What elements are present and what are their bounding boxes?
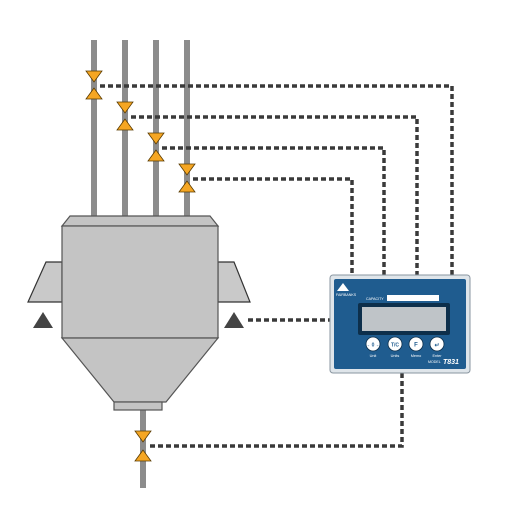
zero-key-caption: Unit xyxy=(370,354,378,358)
tare-key-caption: Units xyxy=(391,354,400,358)
inlet-pipe-1 xyxy=(91,40,97,218)
inlet-pipe-3 xyxy=(153,40,159,218)
load-cell-icon xyxy=(224,312,244,328)
weight-indicator: FAIRBANKS CAPACITY → 0 ← Unit T/C Units … xyxy=(329,274,471,374)
support-brackets xyxy=(27,261,251,303)
valve-icon xyxy=(178,163,196,193)
brand-logo-text: FAIRBANKS xyxy=(336,293,357,297)
zero-key-label: → 0 ← xyxy=(365,343,381,349)
valve-icon xyxy=(116,101,134,131)
brand-logo: FAIRBANKS xyxy=(336,283,357,297)
outlet-pipe xyxy=(140,408,146,488)
hopper-cone xyxy=(60,337,220,403)
enter-button[interactable]: ↵ Enter xyxy=(429,336,445,358)
load-cells xyxy=(33,312,244,328)
outlet-valve-icon xyxy=(134,430,152,462)
cable-outlet-valve xyxy=(150,370,404,448)
tare-button[interactable]: T/C Units xyxy=(387,336,403,358)
left-support-bracket xyxy=(27,261,63,303)
capacity-plate xyxy=(387,295,439,301)
hopper-outlet-flange xyxy=(113,401,163,411)
cable-valve-1 xyxy=(100,84,454,275)
control-cables xyxy=(100,84,454,448)
display-screen xyxy=(362,307,446,331)
weigh-hopper xyxy=(60,215,220,411)
load-cell-icon xyxy=(33,312,53,328)
hopper-body xyxy=(61,225,219,339)
cable-valve-3 xyxy=(162,146,386,275)
function-key-caption: Memo xyxy=(411,354,422,358)
valve-icon xyxy=(85,70,103,100)
right-support-bracket xyxy=(217,261,251,303)
capacity-label: CAPACITY xyxy=(366,297,384,301)
inlet-pipes xyxy=(91,40,190,218)
cable-valve-4 xyxy=(193,177,354,275)
model-prefix: MODEL xyxy=(428,360,441,364)
hopper-lid xyxy=(60,215,220,227)
model-number: T831 xyxy=(443,359,459,366)
valve-icon xyxy=(147,132,165,162)
tare-key-label: T/C xyxy=(391,343,399,349)
zero-button[interactable]: → 0 ← Unit xyxy=(365,336,381,358)
inlet-pipe-4 xyxy=(184,40,190,218)
function-key-label: F xyxy=(414,343,418,349)
enter-key-label: ↵ xyxy=(434,343,439,349)
enter-key-caption: Enter xyxy=(432,354,442,358)
function-button[interactable]: F Memo xyxy=(408,336,424,358)
inlet-valves xyxy=(85,70,196,193)
